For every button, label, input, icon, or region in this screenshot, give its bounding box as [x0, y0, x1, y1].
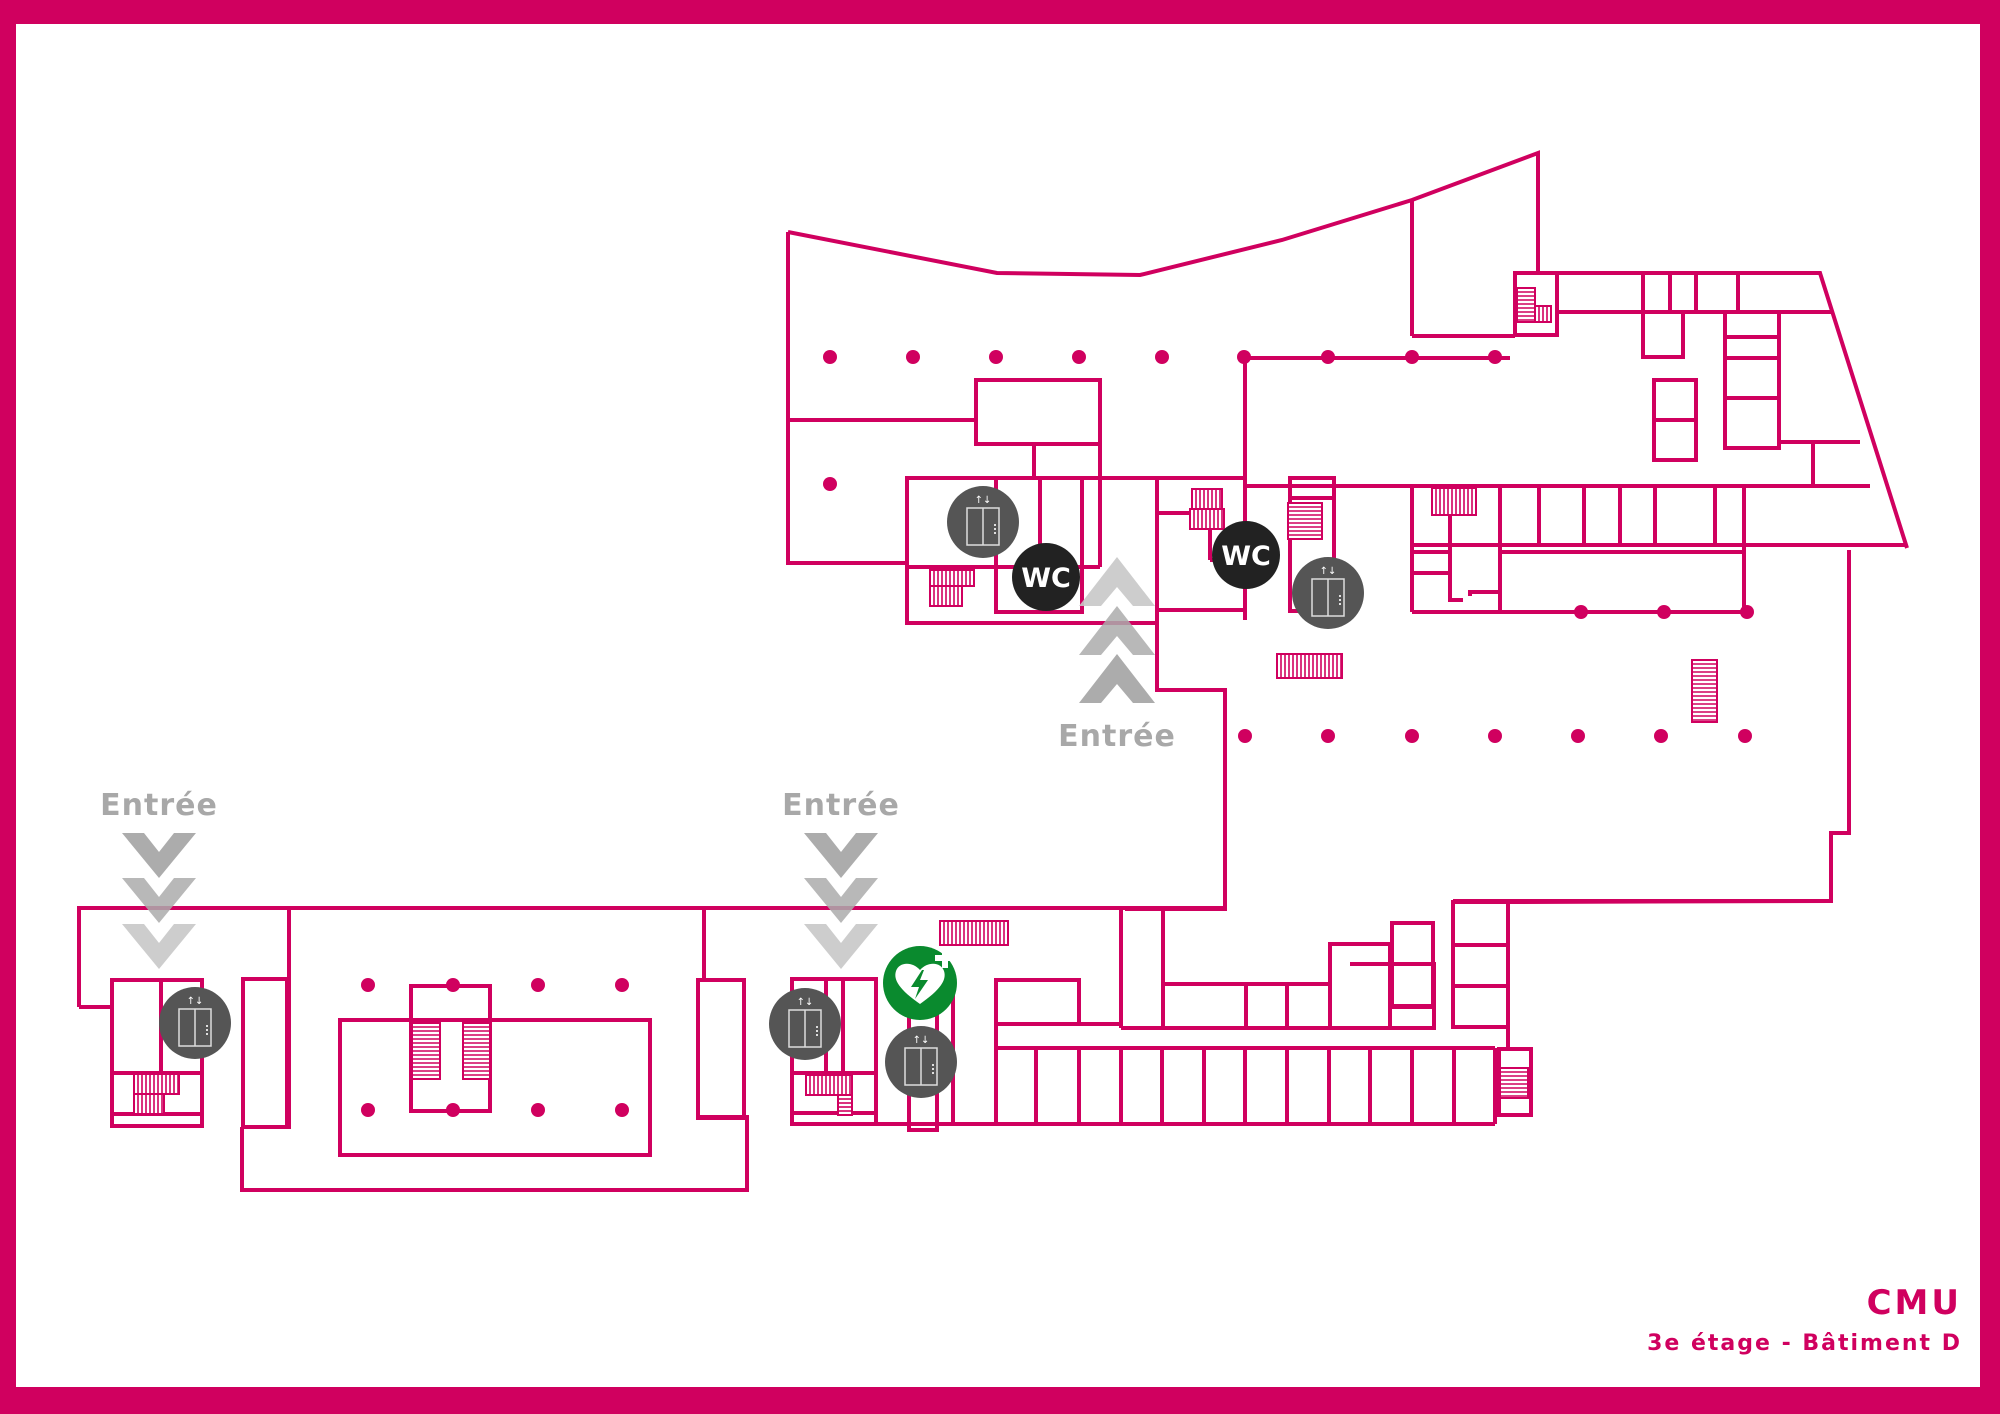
south-wing-walls [77, 899, 1832, 1192]
stairs-icon [1276, 653, 1343, 679]
stairs-icon [929, 569, 975, 607]
plus-icon [935, 948, 955, 968]
pillar-icon [1654, 729, 1668, 743]
svg-text:↑↓: ↑↓ [797, 997, 814, 1008]
stairs [133, 287, 1718, 1116]
pillar-icon [615, 1103, 629, 1117]
pillar-icon [1657, 605, 1671, 619]
lightning-icon [911, 970, 928, 999]
entrance-north: Entrée [1058, 557, 1176, 754]
entrance-label: Entrée [1058, 719, 1176, 754]
elevator-icon[interactable]: ↑↓ [885, 1026, 957, 1098]
floor-label: 3e étage - Bâtiment D [1647, 1331, 1962, 1356]
pillar-icon [1237, 350, 1251, 364]
entrance-chevron-icon [1079, 557, 1155, 703]
pillar-icon [531, 978, 545, 992]
stairs-icon [1287, 502, 1323, 540]
pillar-icon [1072, 350, 1086, 364]
svg-text:↑↓: ↑↓ [975, 495, 992, 506]
entrance-label: Entrée [100, 788, 218, 823]
defibrillator[interactable] [883, 946, 957, 1020]
entrance-label: Entrée [782, 788, 900, 823]
pillar-icon [446, 978, 460, 992]
elevator-icon[interactable]: ↑↓ [159, 987, 231, 1059]
pillar-icon [361, 1103, 375, 1117]
pillars [361, 350, 1754, 1117]
stairs-icon [1516, 287, 1552, 323]
svg-text:↑↓: ↑↓ [187, 996, 204, 1007]
wc-east[interactable]: WC [1212, 521, 1280, 589]
building-name: CMU [1866, 1283, 1962, 1323]
entrance-chevron-icon [804, 833, 878, 969]
pillar-icon [1321, 729, 1335, 743]
pillar-icon [1405, 350, 1419, 364]
stairs-icon [939, 920, 1009, 946]
elevator-icon[interactable]: ↑↓ [1292, 557, 1364, 629]
stairs-icon [805, 1074, 853, 1116]
pillar-icon [615, 978, 629, 992]
wc-label: WC [1021, 563, 1071, 594]
elevator-icon[interactable]: ↑↓ [947, 486, 1019, 558]
wc-icon [1012, 543, 1080, 611]
wc-label: WC [1221, 541, 1271, 572]
stairs-icon [1691, 659, 1718, 723]
stairs-icon [1189, 488, 1225, 530]
pillar-icon [906, 350, 920, 364]
wc-icon [1212, 521, 1280, 589]
svg-text:↑↓: ↑↓ [1320, 566, 1337, 577]
pillar-icon [1321, 350, 1335, 364]
pillar-icon [1405, 729, 1419, 743]
pillar-icon [1488, 350, 1502, 364]
pillar-icon [1574, 605, 1588, 619]
svg-text:↑↓: ↑↓ [913, 1035, 930, 1046]
pillar-icon [1155, 350, 1169, 364]
pillar-icon [989, 350, 1003, 364]
pillar-icon [1488, 729, 1502, 743]
wc-west[interactable]: WC [1012, 543, 1080, 611]
entrance-west: Entrée [100, 788, 218, 969]
stairs-icon [1431, 487, 1477, 516]
pillar-icon [1571, 729, 1585, 743]
pillar-icon [1740, 605, 1754, 619]
pillar-icon [1238, 729, 1252, 743]
stairs-icon [411, 1022, 491, 1080]
pillar-icon [531, 1103, 545, 1117]
stairs-icon [1499, 1067, 1529, 1099]
entrance-central: Entrée [782, 788, 900, 969]
entrance-chevron-icon [122, 833, 196, 969]
elevator-icon[interactable]: ↑↓ [769, 988, 841, 1060]
pillar-icon [361, 978, 375, 992]
pillar-icon [823, 477, 837, 491]
pillar-icon [446, 1103, 460, 1117]
map-title-block: CMU 3e étage - Bâtiment D [1647, 1283, 1962, 1359]
pillar-icon [1738, 729, 1752, 743]
stairs-icon [133, 1073, 180, 1115]
pillar-icon [823, 350, 837, 364]
elevators: ↑↓ ↑↓ ↑↓ ↑↓ ↑↓ [159, 486, 1364, 1098]
